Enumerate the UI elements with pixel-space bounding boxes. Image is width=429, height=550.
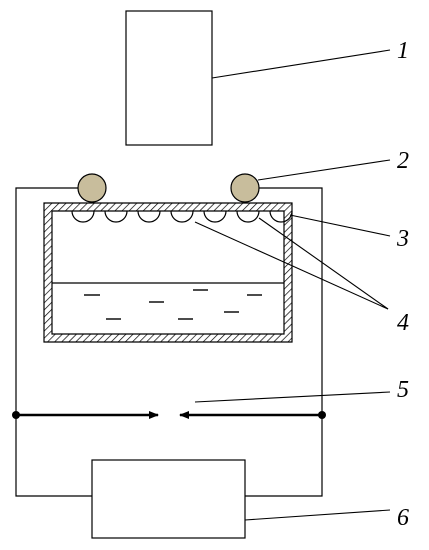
junction-dot-left (12, 411, 20, 419)
bubble-1 (71, 210, 95, 223)
liquid-dashes (84, 289, 262, 320)
component-1-box (125, 10, 213, 146)
bubble-row (71, 210, 293, 223)
bubble-5 (203, 210, 227, 223)
ball-right (230, 173, 260, 203)
leader-lines (194, 49, 391, 521)
label-4: 4 (397, 310, 409, 336)
label-5: 5 (397, 377, 409, 403)
bubble-2 (104, 210, 128, 223)
label-3: 3 (396, 226, 409, 252)
circuit-wire (15, 187, 323, 497)
electrode-arrows (12, 411, 326, 419)
bubble-6 (236, 210, 260, 223)
component-6-box (91, 459, 246, 539)
label-2: 2 (397, 148, 409, 174)
bubble-4 (170, 210, 194, 223)
junction-dot-right (318, 411, 326, 419)
ball-left (77, 173, 107, 203)
bubble-3 (137, 210, 161, 223)
label-1: 1 (397, 38, 409, 64)
label-6: 6 (397, 505, 409, 531)
vessel-hatched-wall (43, 202, 293, 343)
